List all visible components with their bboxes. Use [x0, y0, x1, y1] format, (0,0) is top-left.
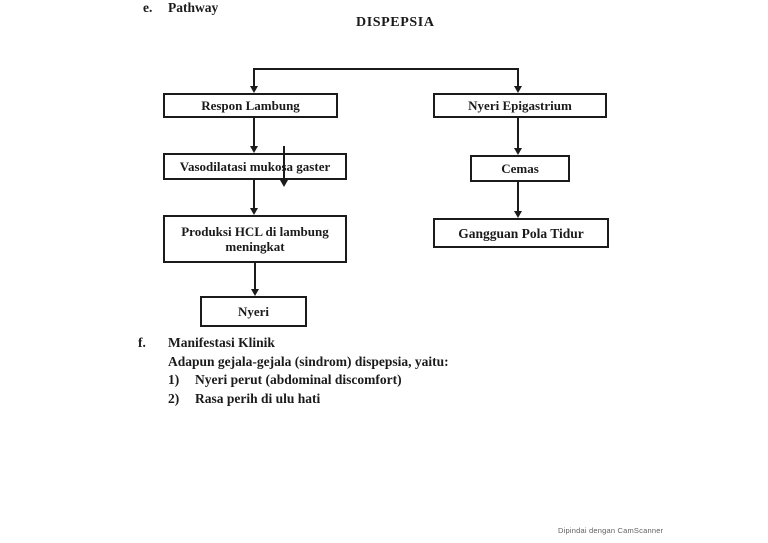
camscanner-watermark: Dipindai dengan CamScanner — [558, 526, 664, 535]
arrow-cemas-to-gangguan-head — [514, 211, 522, 218]
arrow-respon-to-vasodilatasi-head — [250, 146, 258, 153]
section-e-title: Pathway — [168, 0, 219, 15]
arrow-produksi-to-nyeri-head — [251, 289, 259, 296]
section-e-marker: e. — [143, 0, 153, 15]
section-f: f. Manifestasi Klinik Adapun gejala-geja… — [138, 334, 449, 408]
arrow-through-vasodilatasi-line — [283, 146, 285, 181]
node-cemas: Cemas — [470, 155, 570, 182]
arrow-cemas-to-gangguan-line — [517, 182, 519, 211]
arrow-vasodilatasi-to-produksi-line — [253, 180, 255, 208]
arrow-epigastrium-to-cemas-line — [517, 118, 519, 148]
arrow-through-vasodilatasi-head — [280, 180, 288, 187]
arrowhead-to-nyeri-epigastrium — [514, 86, 522, 93]
list-item-number: 2) — [168, 390, 180, 406]
section-f-body: Adapun gejala-gejala (sindrom) dispepsia… — [168, 353, 449, 409]
section-f-marker: f. — [138, 335, 146, 350]
list-item-text: Nyeri perut (abdominal discomfort) — [195, 372, 402, 387]
list-item: 1) Nyeri perut (abdominal discomfort) — [168, 371, 449, 390]
connector-right-stub — [517, 68, 519, 86]
section-f-heading: f. Manifestasi Klinik — [138, 334, 449, 353]
section-f-title: Manifestasi Klinik — [168, 335, 275, 350]
node-produksi-hcl: Produksi HCL di lambung meningkat — [163, 215, 347, 263]
arrow-respon-to-vasodilatasi-line — [253, 118, 255, 146]
node-respon-lambung: Respon Lambung — [163, 93, 338, 118]
section-f-intro: Adapun gejala-gejala (sindrom) dispepsia… — [168, 353, 449, 369]
node-nyeri: Nyeri — [200, 296, 307, 327]
node-gangguan-pola-tidur: Gangguan Pola Tidur — [433, 218, 609, 248]
list-item: 2) Rasa perih di ulu hati — [168, 390, 449, 409]
node-nyeri-epigastrium: Nyeri Epigastrium — [433, 93, 607, 118]
connector-left-stub — [253, 68, 255, 86]
node-vasodilatasi-mukosa-gaster: Vasodilatasi mukosa gaster — [163, 153, 347, 180]
arrowhead-to-respon-lambung — [250, 86, 258, 93]
diagram-title: DISPEPSIA — [356, 15, 435, 30]
list-item-text: Rasa perih di ulu hati — [195, 390, 321, 406]
arrow-vasodilatasi-to-produksi-head — [250, 208, 258, 215]
arrow-produksi-to-nyeri-line — [254, 263, 256, 289]
arrow-epigastrium-to-cemas-head — [514, 148, 522, 155]
section-e-heading: e. Pathway — [143, 0, 218, 16]
connector-top-horizontal — [253, 68, 519, 70]
list-item-number: 1) — [168, 372, 180, 387]
